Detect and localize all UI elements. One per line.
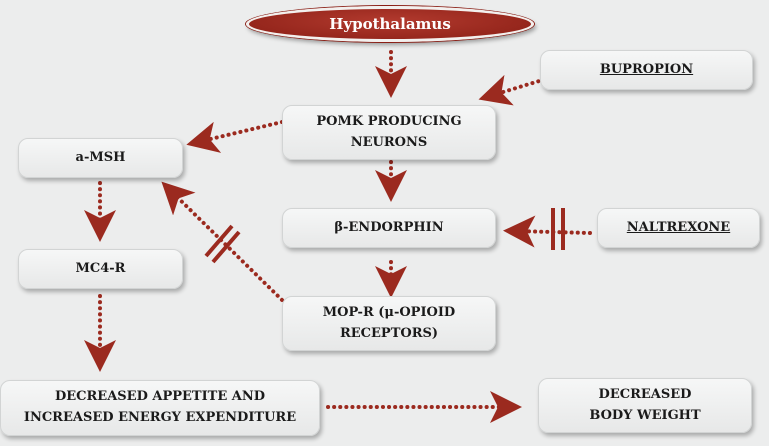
node-decreased-body-weight: DECREASED BODY WEIGHT: [538, 378, 752, 433]
node-mop-r: MOP-R (μ-OPIOID RECEPTORS): [282, 296, 496, 351]
arrow-pomk-to-amsh: [186, 120, 284, 153]
bupropion-label: BUPROPION: [599, 61, 694, 77]
node-hypothalamus: Hypothalamus: [246, 6, 534, 42]
node-naltrexone: NALTREXONE: [597, 208, 760, 248]
node-beta-endorphin: β-ENDORPHIN: [282, 208, 496, 248]
node-mc4r: MC4-R: [18, 249, 183, 289]
node-bupropion: BUPROPION: [540, 50, 753, 90]
node-pomk-neurons: POMK PRODUCING NEURONS: [282, 105, 496, 160]
node-a-msh: a-MSH: [18, 138, 183, 178]
naltrexone-label: NALTREXONE: [626, 219, 731, 235]
node-decreased-appetite: DECREASED APPETITE AND INCREASED ENERGY …: [0, 380, 320, 436]
inhibition-bar-mopr-1: [204, 224, 234, 258]
inhibition-bar-mopr-2: [211, 230, 241, 264]
